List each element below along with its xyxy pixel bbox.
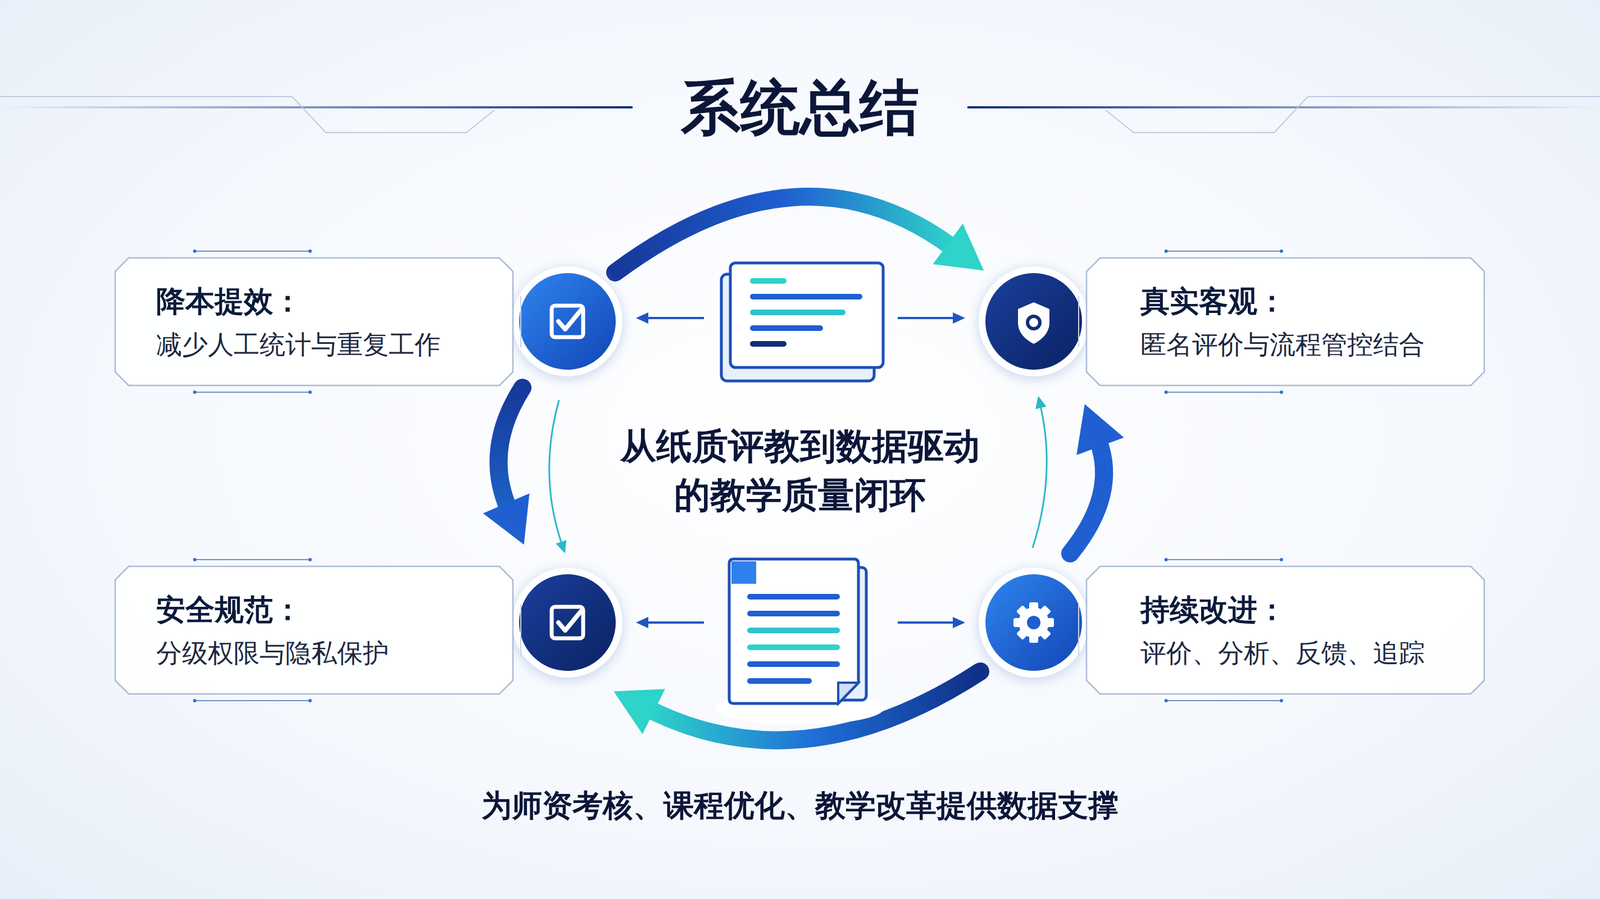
box-heading: 持续改进：: [1140, 592, 1287, 627]
box-heading: 降本提效：: [156, 283, 303, 319]
box-accent-dot: [1279, 249, 1284, 253]
box-accent: [1166, 700, 1282, 702]
box-outline: [115, 257, 513, 386]
box-accent-dot: [1279, 557, 1284, 562]
summary-box: 真实客观： 匿名评价与流程管控结合: [1086, 257, 1485, 386]
box-body: 评价、分析、反馈、追踪: [1140, 637, 1425, 669]
box-body: 减少人工统计与重复工作: [156, 329, 441, 361]
box-heading: 安全规范：: [156, 592, 303, 627]
box-accent-dot: [1279, 390, 1284, 394]
box-side-accent: [1078, 296, 1080, 348]
box-body: 分级权限与隐私保护: [156, 637, 389, 669]
box-border: [115, 566, 513, 694]
box-accent-dot: [308, 557, 312, 562]
box-accent-dot: [308, 249, 312, 253]
box-accent-dot: [193, 557, 197, 562]
box-accent: [194, 700, 311, 702]
box-accent-dot: [1164, 390, 1168, 394]
summary-box: 降本提效： 减少人工统计与重复工作: [115, 257, 513, 386]
box-border: [1086, 566, 1485, 694]
box-accent-dot: [1279, 698, 1284, 703]
box-accent-dot: [308, 390, 312, 394]
box-side-accent: [520, 296, 522, 348]
box-accent-dot: [1164, 249, 1168, 253]
box-accent-dot: [193, 698, 197, 703]
box-accent-dot: [1164, 557, 1168, 562]
box-accent: [1166, 391, 1282, 393]
box-accent-dot: [308, 698, 312, 703]
box-side-accent: [1078, 604, 1080, 656]
summary-box: 持续改进： 评价、分析、反馈、追踪: [1086, 566, 1485, 694]
summary-box: 安全规范： 分级权限与隐私保护: [115, 566, 513, 694]
center-statement: 从纸质评教到数据驱动 的教学质量闭环: [603, 421, 997, 520]
box-border: [1086, 257, 1485, 386]
box-outline: [1086, 566, 1485, 694]
slide-title: 系统总结: [0, 71, 1600, 144]
box-accent: [194, 391, 311, 393]
box-border: [115, 257, 513, 386]
box-outline: [1086, 257, 1485, 386]
box-heading: 真实客观：: [1140, 283, 1287, 319]
box-outline: [115, 566, 513, 694]
box-accent-dot: [193, 249, 197, 253]
box-accent: [1166, 250, 1282, 252]
box-body: 匿名评价与流程管控结合: [1140, 329, 1425, 361]
box-accent: [1166, 558, 1282, 561]
box-accent: [194, 250, 311, 252]
box-accent: [194, 558, 311, 561]
box-accent-dot: [193, 390, 197, 394]
box-accent-dot: [1164, 698, 1168, 703]
slide-caption: 为师资考核、课程优化、教学改革提供数据支撑: [0, 787, 1600, 825]
box-side-accent: [520, 604, 522, 656]
